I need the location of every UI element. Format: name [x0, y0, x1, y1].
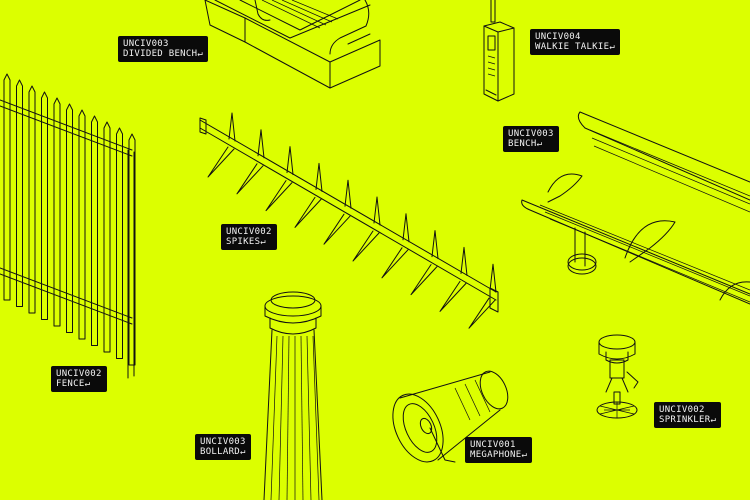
- label-name: FENCE↵: [56, 379, 91, 389]
- label-code: UNCIV002: [56, 369, 102, 379]
- label-fence: UNCIV002 FENCE↵: [51, 366, 107, 392]
- label-sprinkler: UNCIV002 SPRINKLER↵: [654, 402, 722, 428]
- label-code: UNCIV002: [226, 227, 272, 237]
- label-name: SPIKES↵: [226, 237, 267, 247]
- megaphone-illustration: [392, 370, 509, 463]
- bollard-illustration: [263, 291, 323, 500]
- label-bollard: UNCIV003 BOLLARD↵: [195, 434, 251, 460]
- label-code: UNCIV001: [470, 440, 516, 450]
- label-name: DIVIDED BENCH↵: [123, 49, 204, 59]
- label-code: UNCIV003: [123, 39, 169, 49]
- label-code: UNCIV002: [659, 405, 705, 415]
- label-code: UNCIV003: [508, 129, 554, 139]
- label-name: MEGAPHONE↵: [470, 450, 528, 460]
- label-name: WALKIE TALKIE↵: [535, 42, 616, 52]
- spikes-illustration: [199, 112, 499, 329]
- label-name: BENCH↵: [508, 139, 543, 149]
- label-code: UNCIV004: [535, 32, 581, 42]
- label-name: BOLLARD↵: [200, 447, 246, 457]
- label-bench: UNCIV003 BENCH↵: [503, 126, 559, 152]
- divided-bench-illustration: [204, 0, 381, 89]
- label-megaphone: UNCIV001 MEGAPHONE↵: [465, 437, 533, 463]
- label-walkie-talkie: UNCIV004 WALKIE TALKIE↵: [530, 29, 621, 55]
- fence-illustration: [0, 73, 136, 379]
- label-divided-bench: UNCIV003 DIVIDED BENCH↵: [118, 36, 209, 62]
- label-name: SPRINKLER↵: [659, 415, 717, 425]
- sprinkler-illustration: [596, 334, 639, 419]
- walkie-talkie-illustration: [483, 0, 515, 102]
- label-code: UNCIV003: [200, 437, 246, 447]
- bench-illustration: [521, 111, 750, 305]
- label-spikes: UNCIV002 SPIKES↵: [221, 224, 277, 250]
